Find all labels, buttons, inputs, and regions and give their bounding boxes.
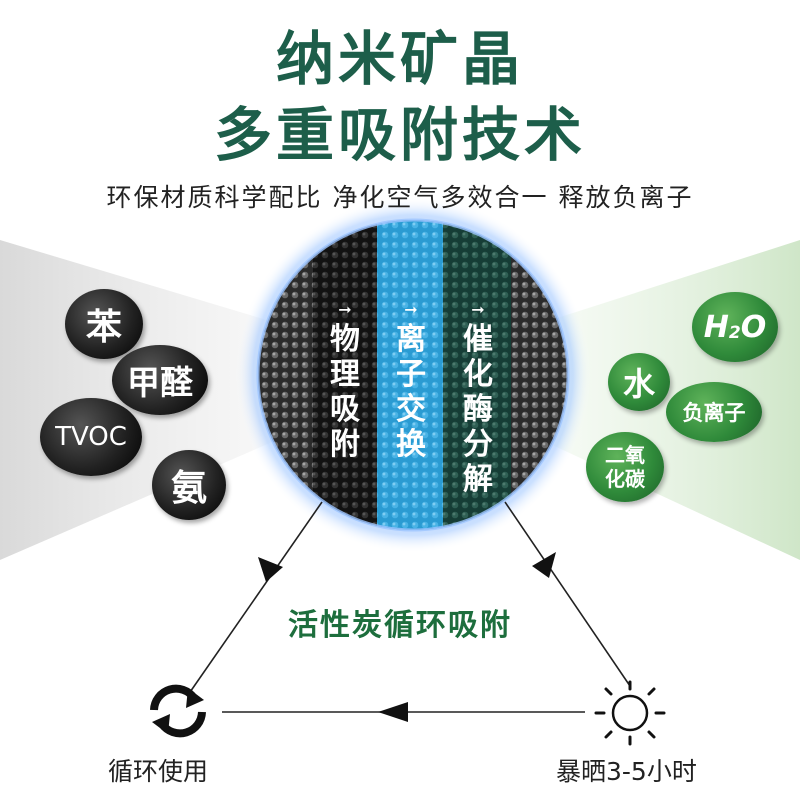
column-ion-exchange: 离子交换 xyxy=(396,322,426,462)
column-arrow-icon: ➞ xyxy=(471,300,485,319)
column-catalytic-decomposition: 催化酶分解 xyxy=(463,322,493,497)
h2o-subscript: 2 xyxy=(728,323,741,343)
filter-ball xyxy=(258,220,568,530)
output-label: 负离子 xyxy=(682,401,746,425)
column-arrow-icon: ➞ xyxy=(404,300,418,319)
co2-line-1: 二氧 xyxy=(605,443,645,467)
sun-label: 暴晒3-5小时 xyxy=(556,757,697,786)
pollutant-label: 甲醛 xyxy=(127,363,193,402)
pollutant-benzene: 苯 xyxy=(65,289,143,359)
column-physical-adsorption: 物理吸附 xyxy=(330,322,360,462)
output-co2: 二氧 化碳 xyxy=(586,432,664,502)
arrow-up-left xyxy=(258,557,283,582)
output-label: 水 xyxy=(622,365,655,403)
pollutant-label: 氨 xyxy=(170,468,207,509)
pollutant-ammonia: 氨 xyxy=(152,450,226,520)
output-water: 水 xyxy=(608,353,670,411)
pollutant-label: 苯 xyxy=(85,307,122,348)
output-negative-ions: 负离子 xyxy=(666,382,762,442)
cycle-label: 活性炭循环吸附 xyxy=(288,608,512,643)
recycle-icon xyxy=(150,684,206,738)
pollutant-label: TVOC xyxy=(55,422,127,452)
recycle-label: 循环使用 xyxy=(108,757,209,786)
title-line-1: 纳米矿晶 xyxy=(275,25,524,93)
co2-line-2: 化碳 xyxy=(605,467,645,491)
h2o-o: O xyxy=(740,309,767,345)
sun-icon xyxy=(594,680,666,746)
arrow-up-right xyxy=(532,552,556,578)
title-line-2: 多重吸附技术 xyxy=(213,101,586,169)
pollutant-formaldehyde: 甲醛 xyxy=(112,345,208,415)
arrow-left xyxy=(378,702,408,722)
h2o-h: H xyxy=(703,309,729,345)
column-arrow-icon: ➞ xyxy=(338,300,352,319)
pollutant-tvoc: TVOC xyxy=(40,398,142,476)
subtitle: 环保材质科学配比 净化空气多效合一 释放负离子 xyxy=(106,183,694,212)
